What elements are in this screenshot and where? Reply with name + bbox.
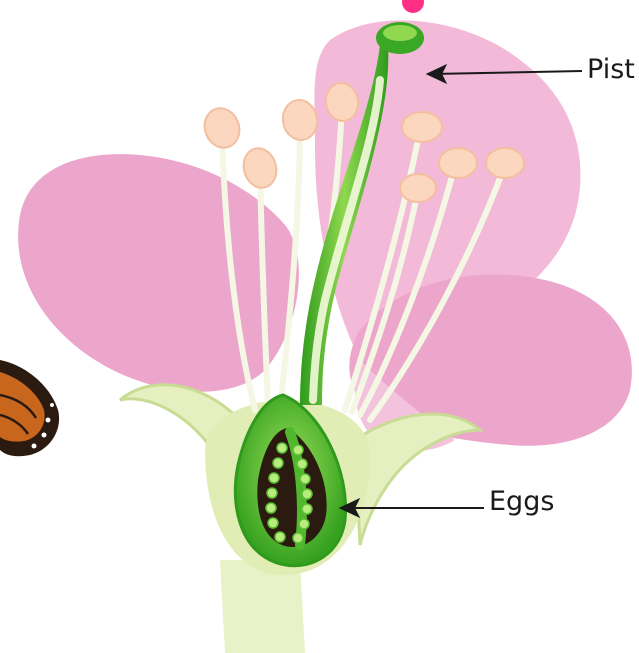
ovule [277,443,287,453]
anther [199,103,245,152]
ovule [300,474,310,484]
ovule [267,488,277,498]
anther [400,174,436,202]
petal-left [18,154,299,392]
anther [486,148,524,178]
ovule [302,504,312,514]
pollen-dot-icon [402,0,424,13]
eggs-label: Eggs [489,488,554,515]
ovule [268,518,278,528]
ovule [297,459,307,469]
anther [280,97,320,142]
ovule [299,519,309,529]
ovule [266,503,276,513]
ovule [293,533,303,543]
stigma-top [383,25,417,41]
pistil-label: Pist [587,56,635,83]
ovule [302,489,312,499]
sepal-right [355,414,480,545]
butterfly-wing-icon [0,360,59,456]
ovule [273,458,283,468]
anther [239,145,280,192]
anther [402,112,442,142]
ovule [269,473,279,483]
ovule [293,445,303,455]
anther [439,148,477,178]
ovule [275,532,285,542]
